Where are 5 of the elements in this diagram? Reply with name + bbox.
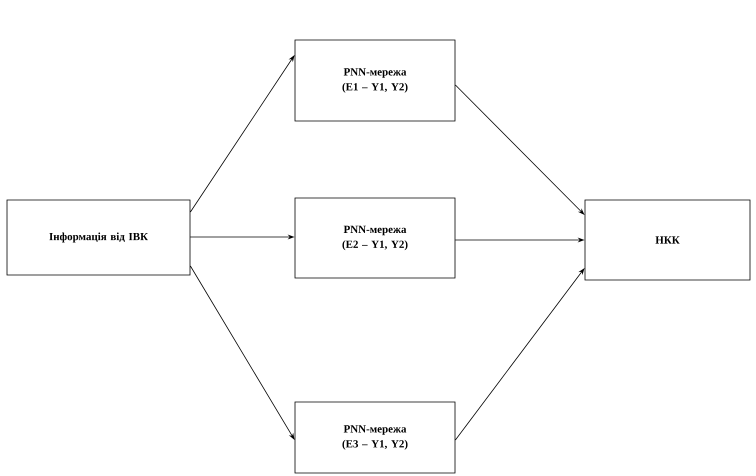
process-box: PNN-мережа (E3 – Y1, Y2) [294,402,456,474]
process-box: PNN-мережа (E2 – Y1, Y2) [294,198,456,278]
process-box: Інформація від ІВК [6,200,190,276]
process-box: НКК [584,200,750,280]
process-box: PNN-мережа (E1 – Y1, Y2) [294,40,456,122]
